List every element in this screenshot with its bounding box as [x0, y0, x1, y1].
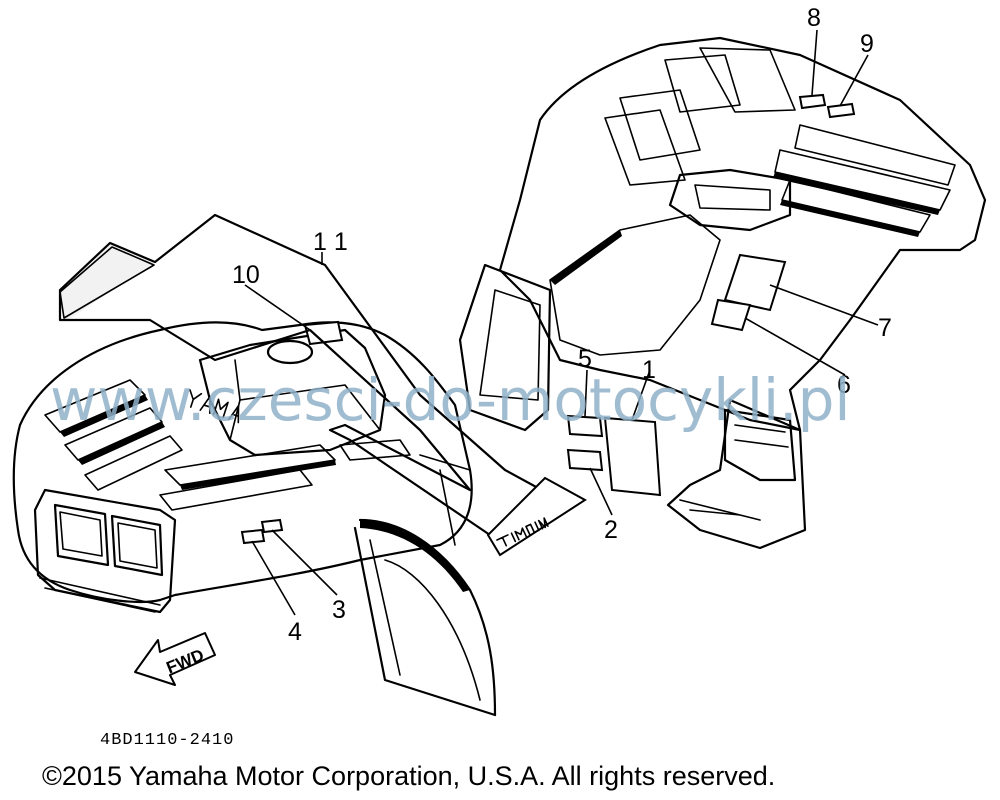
decal-2 — [566, 448, 604, 472]
rear-fender — [458, 36, 987, 550]
decal-7 — [723, 253, 787, 312]
fwd-arrow: FWD — [134, 632, 216, 686]
decal-sheet-11 — [58, 213, 587, 557]
callout-11: 1 1 — [313, 228, 348, 256]
callout-10: 10 — [232, 261, 260, 289]
leader-lines — [244, 29, 879, 616]
callout-6: 6 — [837, 371, 851, 399]
callout-2: 2 — [604, 516, 618, 544]
callout-4: 4 — [288, 618, 302, 646]
yamaha-lettering-graphic — [189, 389, 240, 424]
timberwolf-decal — [486, 476, 587, 557]
loose-decals — [566, 414, 662, 497]
decal-4 — [240, 528, 266, 545]
timberwolf-lettering-graphic — [496, 517, 549, 547]
decal-8 — [798, 93, 827, 110]
callout-9: 9 — [860, 30, 874, 58]
decal-9 — [826, 102, 856, 119]
callout-8: 8 — [807, 4, 821, 32]
copyright-notice: ©2015 Yamaha Motor Corporation, U.S.A. A… — [42, 761, 775, 791]
watermark: www.czesci-do-motocykli.pl — [50, 366, 851, 434]
callout-3: 3 — [332, 596, 346, 624]
front-fender — [12, 320, 497, 717]
decal-1 — [603, 416, 662, 497]
decal-6 — [710, 298, 752, 332]
part-number: 4BD1110-2410 — [100, 731, 234, 750]
callout-5: 5 — [578, 345, 592, 373]
decal-5 — [566, 414, 604, 438]
callout-1: 1 — [642, 356, 656, 384]
callout-7: 7 — [878, 314, 892, 342]
decal-10 — [303, 320, 344, 346]
decal-3 — [260, 518, 284, 534]
